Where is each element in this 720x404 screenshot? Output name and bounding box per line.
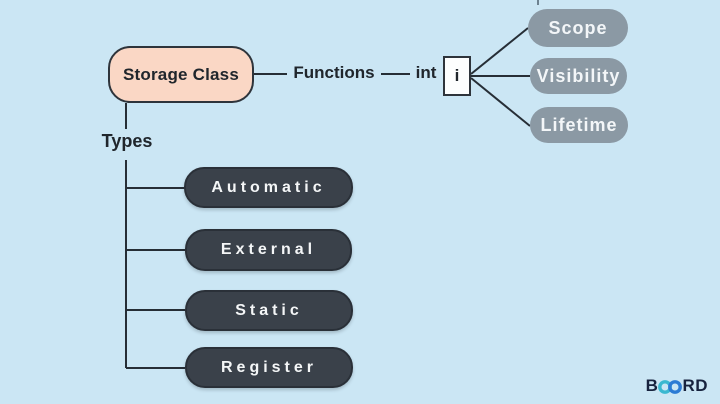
int-keyword-label: int bbox=[415, 63, 437, 82]
edge-var-lifetime bbox=[470, 77, 531, 127]
board-logo-rings-icon bbox=[658, 380, 683, 394]
automatic-label: Automatic bbox=[211, 178, 326, 196]
variable-label: i bbox=[454, 66, 460, 85]
board-logo-prefix: B bbox=[645, 376, 659, 395]
type-node-register: Register bbox=[185, 347, 353, 388]
static-label: Static bbox=[235, 301, 303, 319]
types-section-label: Types bbox=[101, 131, 153, 151]
lifetime-label: Lifetime bbox=[540, 114, 618, 135]
external-label: External bbox=[220, 241, 317, 258]
attribute-pill-scope: Scope bbox=[528, 9, 628, 47]
functions-label: Functions bbox=[293, 63, 375, 82]
variable-box: i bbox=[443, 56, 471, 96]
scope-label: Scope bbox=[548, 17, 608, 38]
type-node-static: Static bbox=[185, 290, 353, 331]
edge-var-scope bbox=[470, 27, 529, 75]
register-label: Register bbox=[220, 358, 318, 376]
type-node-automatic: Automatic bbox=[184, 167, 353, 208]
type-node-external: External bbox=[185, 229, 352, 271]
visibility-label: Visibility bbox=[536, 65, 621, 86]
board-logo-suffix: RD bbox=[682, 376, 708, 395]
storage-class-label: Storage Class bbox=[123, 64, 239, 84]
attribute-pill-lifetime: Lifetime bbox=[530, 107, 628, 143]
storage-class-node: Storage Class bbox=[108, 46, 254, 103]
board-logo: B RD bbox=[646, 376, 708, 396]
attribute-pill-visibility: Visibility bbox=[530, 58, 627, 94]
